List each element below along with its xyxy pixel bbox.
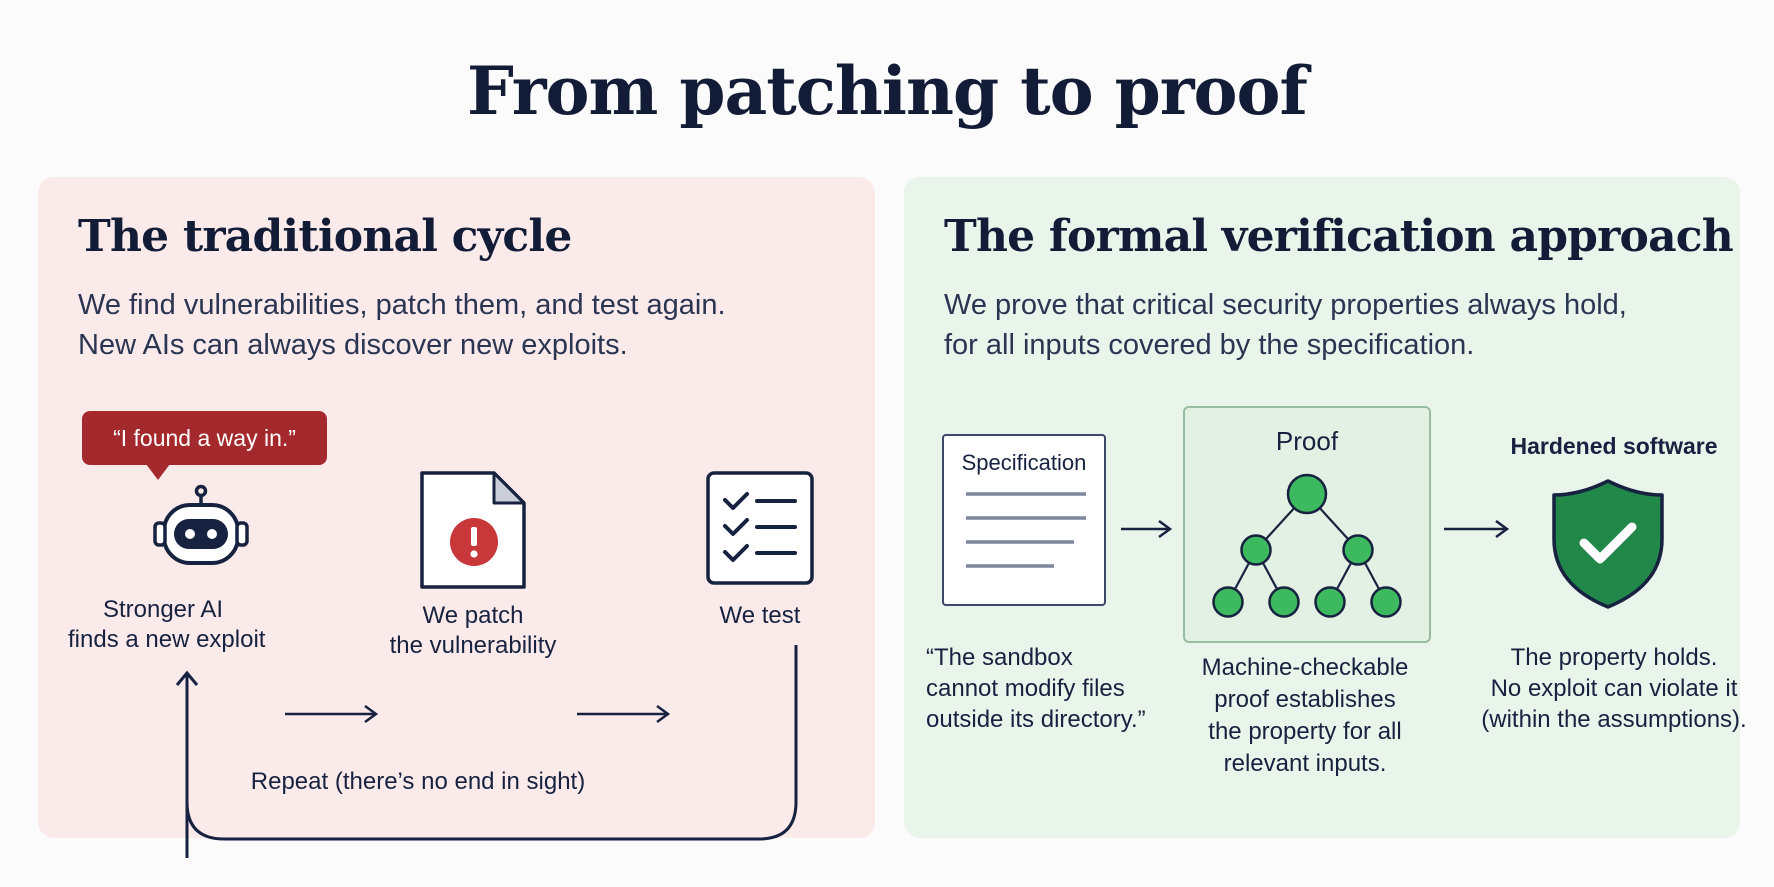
description-line: We find vulnerabilities, patch them, and… <box>78 289 726 321</box>
proof-heading: Proof <box>1275 426 1339 456</box>
step-label-we-test: We test <box>700 601 820 631</box>
specification-card: Specification <box>942 434 1106 606</box>
step-label-we-patch: We patch the vulnerability <box>368 601 578 661</box>
shield-check-icon <box>1552 479 1664 609</box>
formal-verification-panel: The formal verification approach We prov… <box>904 177 1747 838</box>
step-label-line: finds a new exploit <box>68 626 266 653</box>
repeat-arrowhead <box>175 670 199 807</box>
speech-bubble: “I found a way in.” <box>82 411 327 465</box>
step-label-line: Stronger AI <box>102 596 224 623</box>
checklist-icon <box>706 471 814 585</box>
right-arrow-icon <box>1121 519 1173 539</box>
formal-verification-title: The formal verification approach <box>944 211 1734 262</box>
robot-icon <box>153 484 249 565</box>
traditional-cycle-title: The traditional cycle <box>78 211 572 262</box>
caption-line: (within the assumptions). <box>1481 706 1747 733</box>
step-label-line: the vulnerability <box>389 632 557 659</box>
proof-card: Proof <box>1183 406 1431 643</box>
caption-line: proof establishes <box>1214 686 1396 713</box>
traditional-cycle-description: We find vulnerabilities, patch them, and… <box>78 285 726 365</box>
description-line: for all inputs covered by the specificat… <box>944 329 1475 361</box>
traditional-cycle-panel: The traditional cycle We find vulnerabil… <box>38 177 875 858</box>
proof-caption: Machine-checkable proof establishes the … <box>1194 652 1416 780</box>
caption-line: Machine-checkable <box>1201 654 1409 681</box>
caption-line: cannot modify files <box>926 675 1125 702</box>
specification-caption: “The sandbox cannot modify files outside… <box>926 642 1146 735</box>
caption-line: outside its directory.” <box>926 706 1146 733</box>
description-line: We prove that critical security properti… <box>944 289 1627 321</box>
right-arrow-icon <box>285 704 379 724</box>
step-label-line: We patch <box>422 602 524 629</box>
speech-bubble-tail <box>146 464 170 480</box>
page-title: From patching to proof <box>467 52 1308 130</box>
document-alert-icon <box>420 471 526 589</box>
hardened-software-heading: Hardened software <box>1510 433 1718 459</box>
specification-heading: Specification <box>961 450 1087 475</box>
description-line: New AIs can always discover new exploits… <box>78 329 628 361</box>
proof-tree-icon <box>1212 473 1402 618</box>
step-label-stronger-ai: Stronger AI finds a new exploit <box>68 595 266 655</box>
caption-line: the property for all <box>1208 718 1402 745</box>
caption-line: “The sandbox <box>926 644 1073 671</box>
right-arrow-icon <box>1444 519 1510 539</box>
repeat-loop-arrow <box>185 645 798 858</box>
caption-line: relevant inputs. <box>1223 750 1387 777</box>
repeat-label: Repeat (there’s no end in sight) <box>250 768 586 795</box>
hardened-software-caption: The property holds. No exploit can viola… <box>1464 642 1764 735</box>
caption-line: No exploit can violate it <box>1490 675 1738 702</box>
right-arrow-icon <box>577 704 671 724</box>
specification-document-icon <box>966 492 1086 568</box>
formal-verification-description: We prove that critical security properti… <box>944 285 1627 365</box>
caption-line: The property holds. <box>1510 644 1718 671</box>
step-label-line: We test <box>719 602 801 629</box>
